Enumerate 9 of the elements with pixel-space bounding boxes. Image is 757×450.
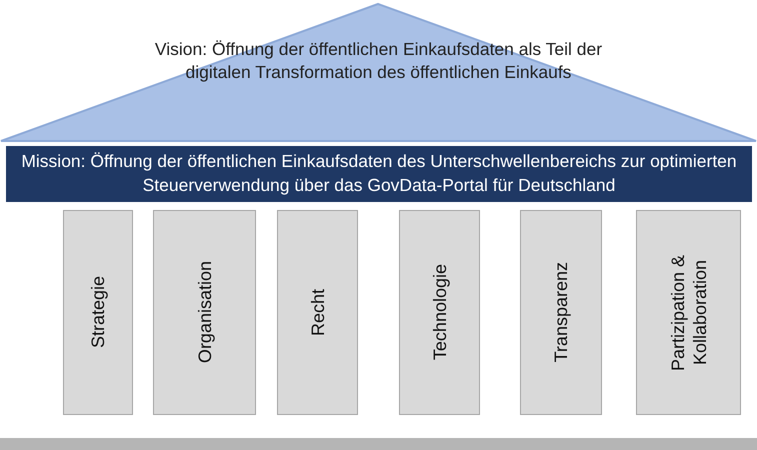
pillar: Strategie <box>63 210 133 415</box>
pillar: Partizipation & Kollaboration <box>636 210 741 415</box>
pillar: Organisation <box>153 210 256 415</box>
pillar: Technologie <box>399 210 480 415</box>
pillar: Transparenz <box>520 210 602 415</box>
mission-band: Mission: Öffnung der öffentlichen Einkaufsdaten des Unterschwellenbereichs zur optimierten Steuerverwendung über das GovData-Portal für Deutschland <box>6 146 752 202</box>
vision-text: Vision: Öffnung der öffentlichen Einkaufsdaten als Teil der digitalen Transformation des öffentlichen Einkaufs <box>154 38 604 84</box>
base-bar <box>0 438 757 450</box>
pillar: Recht <box>277 210 358 415</box>
